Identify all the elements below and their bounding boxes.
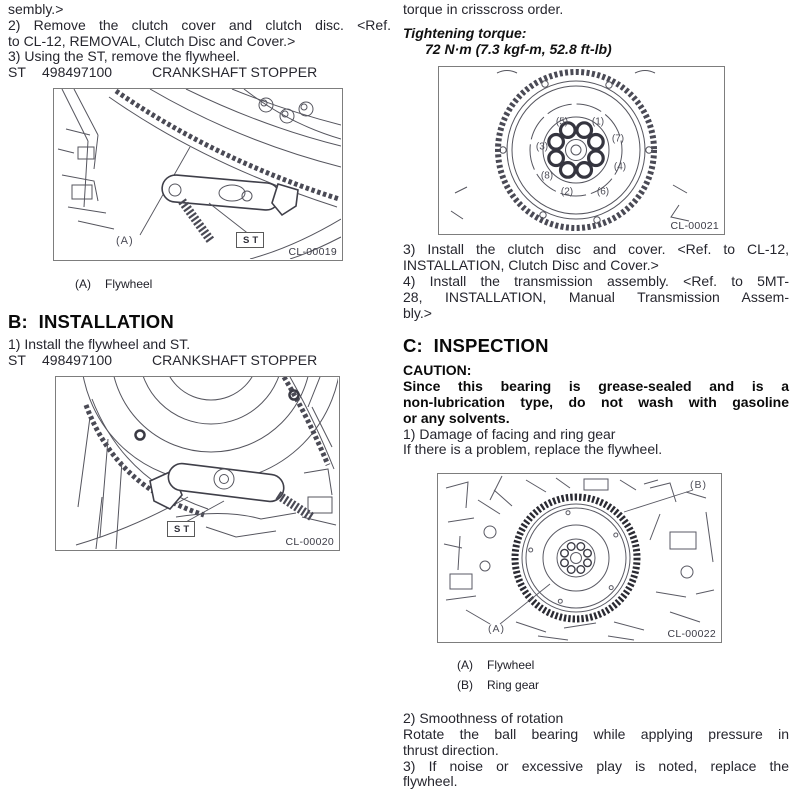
paragraph-line: 28, INSTALLATION, Manual Transmission As… (403, 288, 789, 305)
caution-label: CAUTION: (403, 362, 472, 379)
st-part-line: ST 498497100 CRANKSHAFT STOPPER (8, 351, 391, 369)
figure-label-a: (A) (116, 235, 134, 247)
section-heading-installation: B: INSTALLATION (8, 310, 174, 332)
figure-code: CL-00019 (288, 245, 337, 258)
figure-code: CL-00021 (670, 220, 719, 233)
caption-key: (B) (457, 678, 473, 693)
paragraph-line: 4) Install the transmission assembly. <R… (403, 272, 789, 289)
figure-code: CL-00020 (285, 535, 334, 548)
figure-caption: (A) Flywheel (B) Ring gear (403, 655, 789, 695)
figure-cl-00022: (A) (B) CL-00022 (437, 473, 722, 644)
st-tool-name: CRANKSHAFT STOPPER (152, 351, 318, 368)
st-tool-name: CRANKSHAFT STOPPER (152, 64, 318, 81)
paragraph-line: INSTALLATION, Clutch Disc and Cover.> (403, 257, 659, 274)
caption-row: (A) Flywheel (457, 655, 789, 675)
figure-code: CL-00022 (667, 628, 716, 641)
figure-cl-00021: (1) (2) (3) (4) (5) (6) (7) (8) CL-00021 (438, 66, 725, 236)
st-part-number: 498497100 (42, 64, 113, 81)
paragraph-line: Rotate the ball bearing while applying p… (403, 725, 789, 742)
paragraph-line: 3) Using the ST, remove the flywheel. (8, 48, 240, 65)
caution-text-line: Since this bearing is grease-sealed and … (403, 378, 789, 395)
caution-text-line: or any solvents. (403, 409, 510, 426)
paragraph-line: 2) Smoothness of rotation (403, 710, 564, 727)
bolt-seq-label-6: (6) (597, 187, 609, 198)
paragraph-line: 1) Install the flywheel and ST. (8, 335, 191, 352)
st-part-line: ST 498497100 CRANKSHAFT STOPPER (8, 64, 391, 81)
section-heading-inspection: C: INSPECTION (403, 335, 549, 357)
figure-label-b: (B) (690, 479, 707, 491)
paragraph-line: bly.> (403, 304, 432, 321)
bolt-seq-label-5: (5) (556, 117, 568, 128)
bolt-seq-label-1: (1) (592, 117, 604, 128)
bolt-seq-label-4: (4) (614, 162, 626, 173)
figure-cl-00020: ST CL-00020 (55, 375, 340, 551)
paragraph-line: flywheel. (403, 773, 458, 790)
torque-sequence-drawing: (1) (2) (3) (4) (5) (6) (7) (8) (450, 69, 690, 232)
paragraph-line: 2) Remove the clutch cover and clutch di… (8, 16, 391, 33)
st-abbrev: ST (8, 351, 26, 368)
paragraph-line: 3) Install the clutch disc and cover. <R… (403, 241, 789, 258)
st-part-number: 498497100 (42, 351, 113, 368)
tightening-torque-value: 72 N·m (7.3 kgf-m, 52.8 ft-lb) (425, 40, 612, 57)
left-column: sembly.> 2) Remove the clutch cover and … (8, 0, 391, 551)
caption-key: (A) (457, 658, 473, 673)
flywheel-removal-drawing: (A) (57, 88, 341, 259)
paragraph-line: thrust direction. (403, 741, 499, 758)
st-abbrev: ST (8, 64, 26, 81)
caption-value: Ring gear (487, 678, 540, 693)
caution-text-line: non-lubrication type, do not wash with g… (403, 393, 789, 410)
figure-caption: (A) Flywheel (8, 274, 391, 294)
bolt-seq-label-7: (7) (612, 134, 624, 145)
st-callout-box: ST (236, 231, 265, 248)
bolt-seq-label-8: (8) (541, 171, 553, 182)
figure-cl-00019: (A) ST CL-00019 (53, 87, 343, 261)
figure-label-a: (A) (488, 623, 505, 635)
caption-row: (B) Ring gear (457, 675, 789, 695)
right-column: torque in crisscross order. Tightening t… (403, 0, 789, 790)
caption-value: Flywheel (487, 658, 535, 673)
flywheel-install-drawing (75, 376, 338, 549)
paragraph-line: torque in crisscross order. (403, 1, 564, 17)
paragraph-line: 3) If noise or excessive play is noted, … (403, 757, 789, 774)
bolt-seq-label-3: (3) (536, 142, 548, 153)
st-callout-box: ST (167, 520, 196, 537)
caption-key: (A) (75, 276, 91, 291)
paragraph-line: If there is a problem, replace the flywh… (403, 441, 663, 458)
caption-value: Flywheel (105, 276, 153, 291)
tightening-torque-label: Tightening torque: (403, 24, 527, 41)
paragraph-line: to CL-12, REMOVAL, Clutch Disc and Cover… (8, 32, 296, 49)
paragraph-line: sembly.> (8, 1, 64, 17)
flywheel-inspection-drawing: (A) (B) (443, 475, 715, 641)
bolt-seq-label-2: (2) (561, 187, 573, 198)
paragraph-line: 1) Damage of facing and ring gear (403, 425, 616, 442)
